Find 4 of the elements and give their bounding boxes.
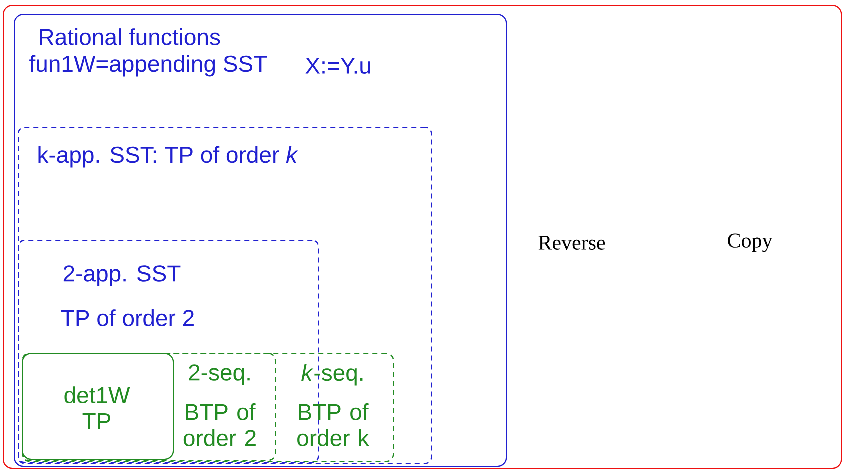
set-box: det1W TP xyxy=(22,353,174,460)
label-text: Copy xyxy=(728,234,773,252)
label-text: Reverse xyxy=(538,236,606,250)
frame-box xyxy=(3,5,842,470)
